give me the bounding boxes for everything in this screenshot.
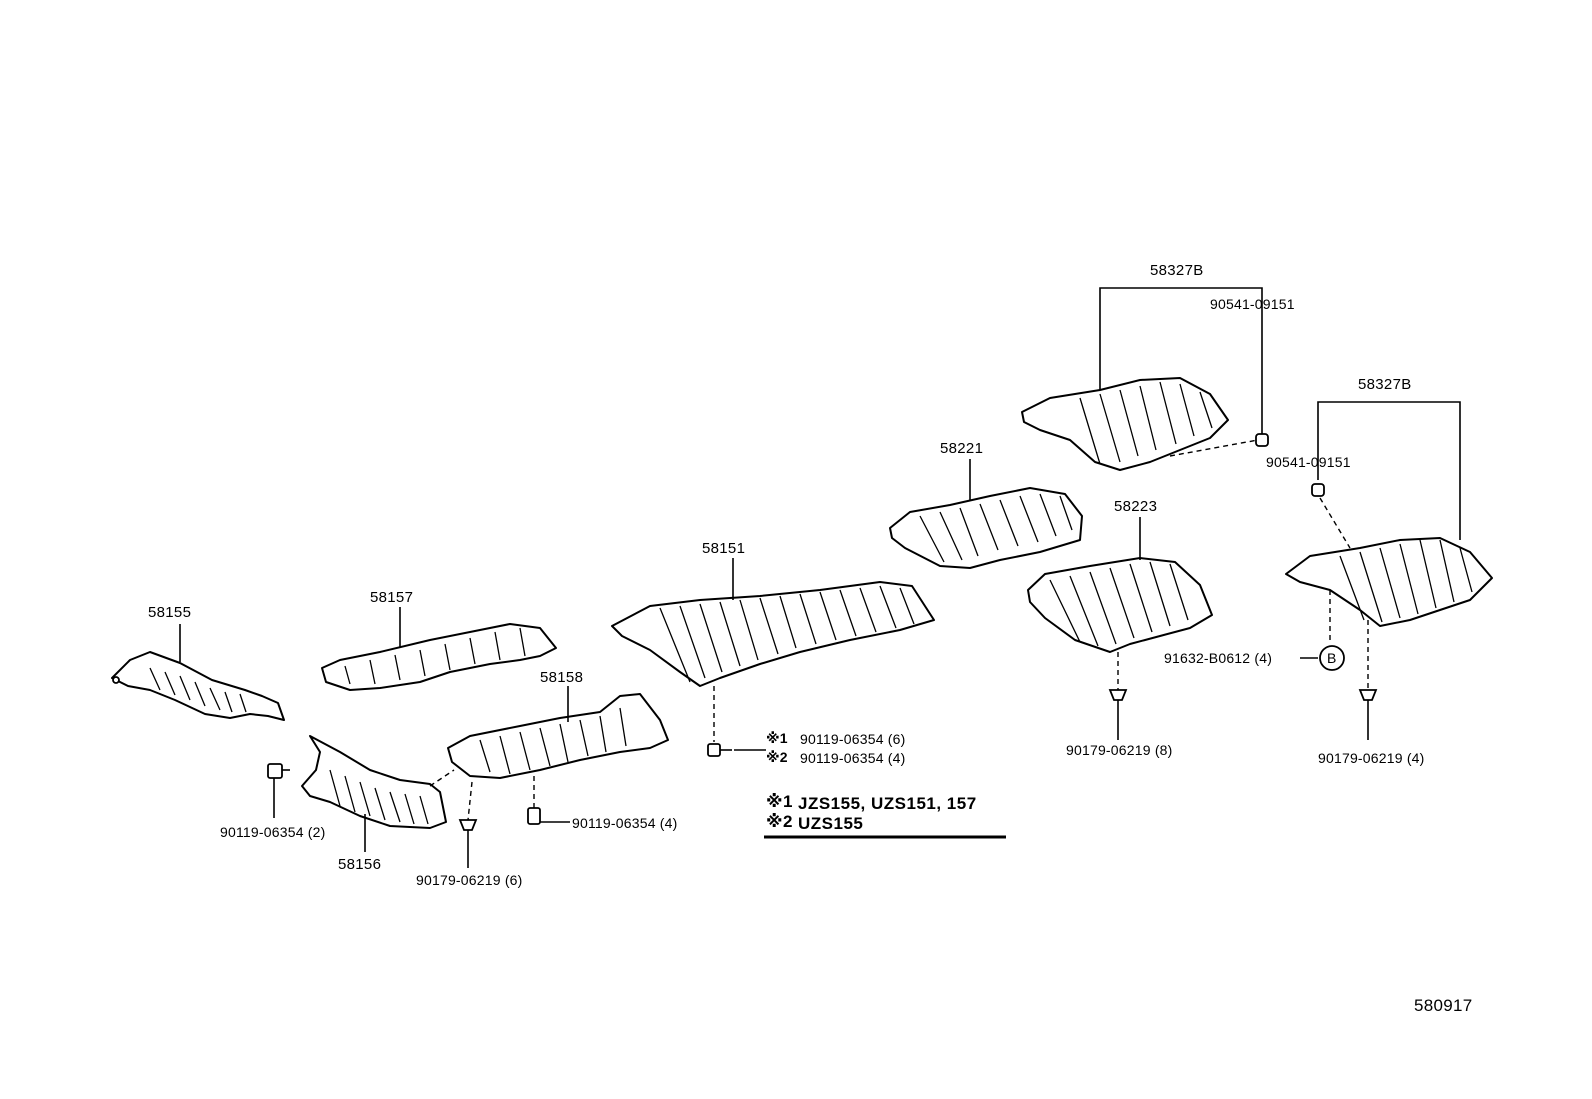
heat-insulator-58158: [447, 693, 669, 779]
note1-mark: ※1: [766, 730, 788, 746]
heat-insulator-58151: [611, 581, 935, 687]
label-58151: 58151: [702, 540, 746, 557]
legend-line1-mark: ※1: [766, 792, 793, 811]
bolt-icon: [707, 743, 732, 757]
label-90179-4: 90179-06219 (4): [1318, 750, 1425, 766]
label-58156: 58156: [338, 856, 382, 873]
label-b-reference: B: [1327, 650, 1337, 666]
label-58158: 58158: [540, 669, 584, 686]
label-90179-6: 90179-06219 (6): [416, 872, 523, 888]
b-reference-circle: [1319, 645, 1345, 671]
label-90179-8: 90179-06219 (8): [1066, 742, 1173, 758]
dash-58156-58158: [429, 769, 455, 787]
grommet-icon: [1255, 433, 1269, 447]
dash-58158-clip: [467, 781, 473, 821]
label-58157: 58157: [370, 589, 414, 606]
diagram-id: 580917: [1414, 996, 1473, 1015]
dash-58327b-right: [1319, 497, 1351, 549]
legend-line2-mark: ※2: [766, 812, 793, 831]
legend-line2-text: UZS155: [798, 814, 864, 833]
label-58327b-top: 58327B: [1150, 262, 1204, 279]
note2-mark: ※2: [766, 749, 788, 765]
heat-insulator-58327b-right: [1285, 537, 1493, 627]
label-58223: 58223: [1114, 498, 1158, 515]
label-91632: 91632-B0612 (4): [1164, 650, 1273, 666]
grommet-icon-right: [1311, 483, 1325, 497]
label-58155: 58155: [148, 604, 192, 621]
label-note2-bolt: 90119-06354 (4): [800, 750, 906, 766]
dash-58327b-top: [1169, 439, 1259, 457]
clip-icon-58223: [1108, 689, 1128, 740]
heat-insulator-58156: [301, 735, 447, 829]
heat-insulator-58157: [321, 623, 557, 691]
label-90119-4: 90119-06354 (4): [572, 815, 678, 831]
legend-line1-text: JZS155, UZS151, 157: [798, 794, 977, 813]
clip-icon-58158: [458, 819, 478, 868]
label-90541-right: 90541-09151: [1266, 454, 1351, 470]
clip-icon-58327b: [1358, 689, 1378, 740]
label-58327b-right: 58327B: [1358, 376, 1412, 393]
heat-insulator-58221: [889, 487, 1083, 569]
heat-insulator-58155: [111, 651, 285, 721]
bolt-icon-58158: [527, 807, 541, 825]
bracket-58327b-right: [1317, 401, 1461, 540]
heat-insulator-58327b-top: [1021, 377, 1229, 471]
label-58221: 58221: [940, 440, 984, 457]
label-90541-top: 90541-09151: [1210, 296, 1295, 312]
label-note1-bolt: 90119-06354 (6): [800, 731, 906, 747]
bracket-58327b-top: [1099, 287, 1263, 438]
bolt-icon-58156: [267, 763, 290, 779]
label-90119-2: 90119-06354 (2): [220, 824, 326, 840]
heat-insulator-58223: [1027, 557, 1213, 653]
